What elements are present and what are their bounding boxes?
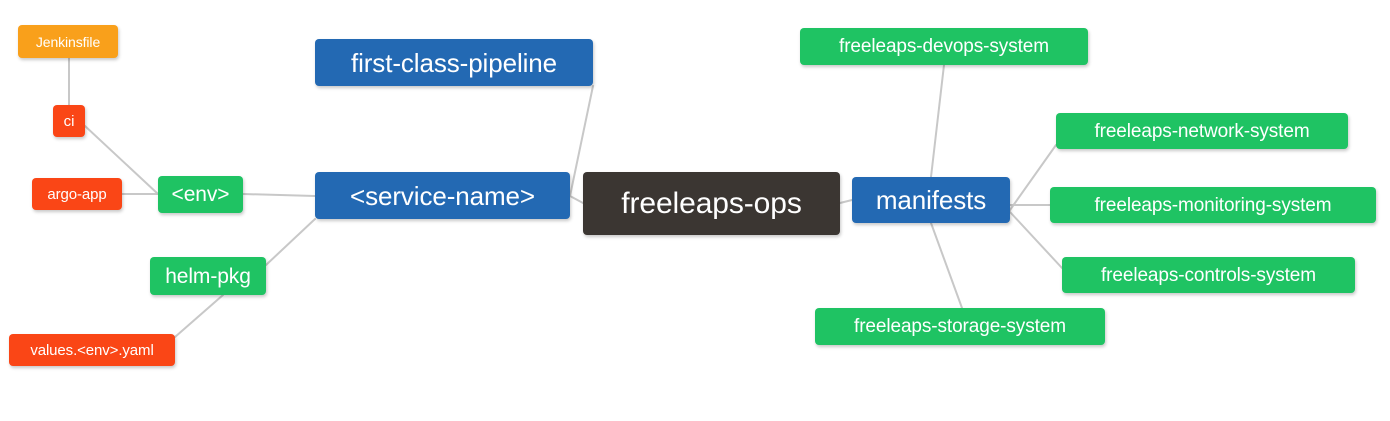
edge-service_name-to-helm_pkg bbox=[265, 218, 316, 266]
node-argo-app[interactable]: argo-app bbox=[32, 178, 122, 210]
node-helm-pkg-label: helm-pkg bbox=[165, 264, 251, 288]
node-freeleaps-controls-system-label: freeleaps-controls-system bbox=[1100, 264, 1317, 286]
node-freeleaps-storage-system[interactable]: freeleaps-storage-system bbox=[815, 308, 1105, 345]
node-values-yaml-label: values.<env>.yaml bbox=[30, 341, 154, 359]
node-env[interactable]: <env> bbox=[158, 176, 243, 213]
node-ci-label: ci bbox=[63, 112, 75, 130]
node-freeleaps-network-system[interactable]: freeleaps-network-system bbox=[1056, 113, 1348, 149]
node-freeleaps-ops-root[interactable]: freeleaps-ops bbox=[583, 172, 840, 235]
edge-manifests-to-storage_system bbox=[930, 222, 963, 309]
node-env-label: <env> bbox=[171, 183, 230, 206]
node-service-name[interactable]: <service-name> bbox=[315, 172, 570, 219]
node-service-name-label: <service-name> bbox=[349, 180, 536, 211]
node-freeleaps-devops-system[interactable]: freeleaps-devops-system bbox=[800, 28, 1088, 65]
node-freeleaps-storage-system-label: freeleaps-storage-system bbox=[854, 316, 1066, 337]
node-freeleaps-controls-system[interactable]: freeleaps-controls-system bbox=[1062, 257, 1355, 293]
node-first-class-pipeline-label: first-class-pipeline bbox=[350, 47, 558, 78]
node-helm-pkg[interactable]: helm-pkg bbox=[150, 257, 266, 295]
node-jenkinsfile[interactable]: Jenkinsfile bbox=[18, 25, 118, 58]
node-freeleaps-monitoring-system-label: freeleaps-monitoring-system bbox=[1094, 194, 1332, 216]
edge-manifests-to-devops_system bbox=[930, 64, 945, 178]
node-freeleaps-devops-system-label: freeleaps-devops-system bbox=[839, 36, 1049, 57]
node-ci[interactable]: ci bbox=[53, 105, 85, 137]
edge-service_name-to-env bbox=[242, 193, 316, 197]
node-values-yaml[interactable]: values.<env>.yaml bbox=[9, 334, 175, 366]
node-argo-app-label: argo-app bbox=[47, 185, 107, 203]
node-freeleaps-monitoring-system[interactable]: freeleaps-monitoring-system bbox=[1050, 187, 1376, 223]
edge-root-to-service_name bbox=[569, 195, 584, 204]
edge-helm_pkg-to-values_yaml bbox=[174, 294, 224, 338]
node-manifests-label: manifests bbox=[875, 185, 987, 215]
node-jenkinsfile-label: Jenkinsfile bbox=[35, 33, 101, 50]
edge-root-to-manifests bbox=[839, 199, 853, 204]
node-freeleaps-network-system-label: freeleaps-network-system bbox=[1094, 120, 1310, 142]
node-manifests[interactable]: manifests bbox=[852, 177, 1010, 223]
node-freeleaps-ops-label: freeleaps-ops bbox=[621, 186, 802, 220]
node-first-class-pipeline[interactable]: first-class-pipeline bbox=[315, 39, 593, 86]
